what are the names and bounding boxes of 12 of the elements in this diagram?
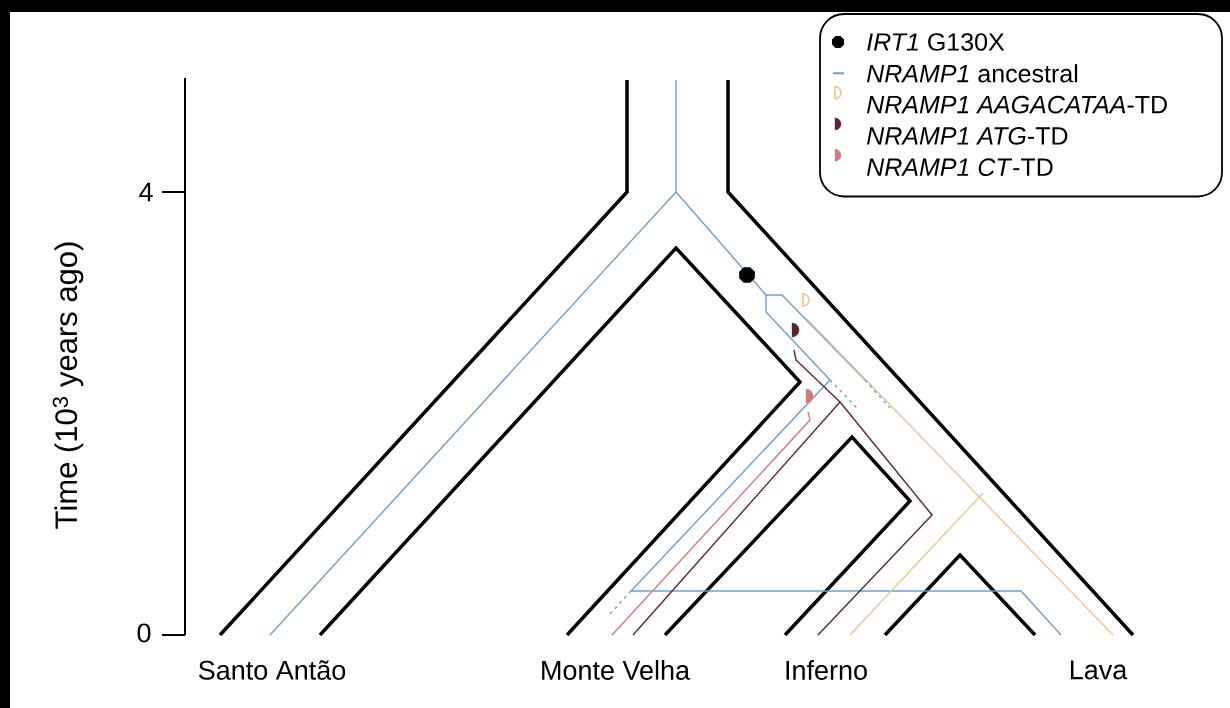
population-label: Santo Antão	[198, 660, 346, 680]
population-label: Monte Velha	[542, 660, 691, 680]
axis-title: Time (10$^{3}$ years ago)	[52, 242, 84, 529]
legend-text: IRT1 G130X	[867, 33, 1005, 51]
tick-label: 0	[137, 623, 151, 643]
tick-label: 4	[139, 182, 153, 202]
population-label: Inferno	[786, 660, 867, 680]
legend-text: NRAMP1 ancestral	[867, 64, 1078, 83]
legend-text: NRAMP1 ATG-TD	[867, 127, 1068, 145]
population-label: Lava	[1070, 660, 1128, 680]
legend-text: NRAMP1 CT-TD	[867, 158, 1053, 177]
legend-text: NRAMP1 AAGACATAA-TD	[867, 95, 1167, 114]
